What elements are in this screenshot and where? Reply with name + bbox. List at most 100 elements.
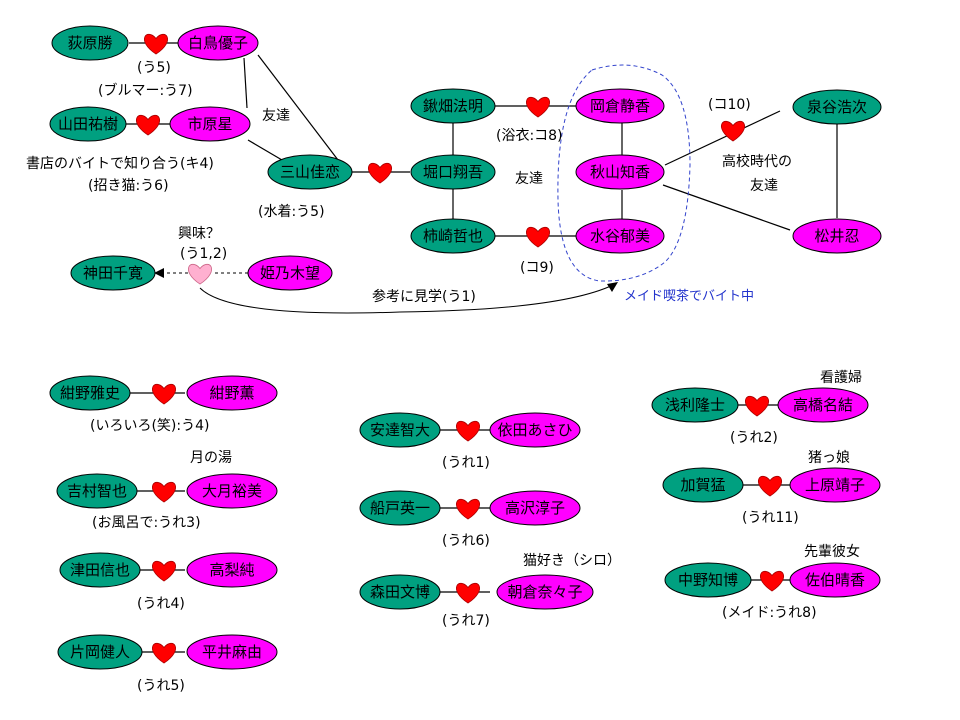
person-ellipse bbox=[186, 375, 278, 411]
person-ellipse bbox=[789, 562, 881, 598]
person-node-takanashi: 高梨純 bbox=[186, 552, 278, 588]
person-ellipse bbox=[496, 574, 594, 610]
person-ellipse bbox=[49, 375, 131, 411]
person-name: 片岡健人 bbox=[70, 643, 130, 661]
label-maid-ure8: (メイド:うれ8) bbox=[722, 605, 817, 621]
person-name: 高橋名結 bbox=[793, 396, 853, 414]
person-ellipse bbox=[792, 89, 882, 125]
label-senpai: 先輩彼女 bbox=[804, 543, 860, 560]
person-name: 高沢淳子 bbox=[505, 499, 565, 517]
person-name: 泉谷浩次 bbox=[807, 98, 867, 116]
person-name: 山田祐樹 bbox=[58, 115, 118, 133]
heart-icon bbox=[456, 582, 480, 604]
person-ellipse bbox=[664, 562, 752, 598]
label-ure4: (うれ4) bbox=[137, 596, 185, 612]
person-name: 大月裕美 bbox=[202, 482, 262, 500]
person-name: 上原靖子 bbox=[805, 476, 865, 494]
label-maid-cafe: メイド喫茶でバイト中 bbox=[624, 288, 754, 304]
heart-icon bbox=[745, 395, 769, 417]
person-ellipse bbox=[651, 387, 739, 423]
person-ellipse bbox=[51, 25, 129, 61]
person-node-hirai: 平井麻由 bbox=[186, 634, 278, 670]
person-name: 三山佳恋 bbox=[280, 163, 340, 181]
label-nekozuki: 猫好き（シロ） bbox=[523, 553, 621, 569]
person-ellipse bbox=[662, 467, 744, 503]
label-u5-top: (う5) bbox=[137, 60, 171, 76]
person-name: 水谷郁美 bbox=[590, 227, 650, 245]
person-ellipse bbox=[575, 88, 665, 124]
person-node-yamada: 山田祐樹 bbox=[49, 106, 127, 142]
person-node-funado: 船戸英一 bbox=[359, 490, 441, 526]
person-node-akiyama: 秋山知香 bbox=[575, 154, 665, 190]
heart-icon bbox=[368, 162, 392, 184]
label-ure11: (うれ11) bbox=[742, 510, 799, 526]
person-node-ogiwara: 荻原勝 bbox=[51, 25, 129, 61]
label-tsuki: 月の湯 bbox=[190, 449, 232, 466]
person-name: 紺野雅史 bbox=[60, 384, 120, 402]
label-hs-friends-2: 友達 bbox=[750, 178, 778, 194]
person-node-kanda: 神田千寛 bbox=[70, 255, 156, 291]
person-node-ichihara: 市原星 bbox=[169, 106, 251, 142]
label-hs-friends-1: 高校時代の bbox=[722, 153, 792, 170]
person-node-nakano: 中野知博 bbox=[664, 562, 752, 598]
label-bookstore: 書店のバイトで知り合う(キ4) bbox=[26, 155, 214, 172]
label-ure2: (うれ2) bbox=[730, 430, 778, 446]
person-name: 鍬畑法明 bbox=[423, 97, 483, 115]
label-inokko: 猪っ娘 bbox=[808, 450, 850, 466]
person-node-horiguchi: 堀口翔吾 bbox=[410, 154, 496, 190]
label-yukata: (浴衣:コ8) bbox=[496, 128, 563, 144]
heart-icon-interest bbox=[188, 263, 212, 285]
person-node-uehara: 上原靖子 bbox=[789, 467, 881, 503]
edge-akiyama-matsui bbox=[662, 184, 791, 231]
person-ellipse bbox=[56, 473, 138, 509]
edge-ichihara-miyama bbox=[247, 139, 283, 161]
person-node-himeno: 姫乃木望 bbox=[247, 255, 333, 291]
person-ellipse bbox=[247, 255, 333, 291]
person-ellipse bbox=[57, 634, 143, 670]
person-node-kataoka: 片岡健人 bbox=[57, 634, 143, 670]
person-node-kuwahata: 鍬畑法明 bbox=[410, 88, 496, 124]
person-node-izumiya: 泉谷浩次 bbox=[792, 89, 882, 125]
person-name: 松井忍 bbox=[814, 227, 859, 245]
person-name: 吉村智也 bbox=[67, 482, 127, 500]
person-name: 船戸英一 bbox=[370, 499, 430, 517]
heart-icon bbox=[758, 475, 782, 497]
person-name: 白鳥優子 bbox=[188, 34, 248, 52]
heart-icon bbox=[136, 114, 160, 136]
person-name: 柿崎哲也 bbox=[423, 227, 483, 245]
person-node-miyama: 三山佳恋 bbox=[267, 154, 353, 190]
person-node-tsuda: 津田信也 bbox=[59, 552, 141, 588]
person-ellipse bbox=[575, 218, 665, 254]
label-ko10: (コ10) bbox=[708, 97, 751, 113]
person-node-konno_k: 紺野薫 bbox=[186, 375, 278, 411]
label-iroiro: (いろいろ(笑):う4) bbox=[90, 418, 209, 434]
person-ellipse bbox=[410, 88, 496, 124]
person-name: 姫乃木望 bbox=[260, 264, 320, 282]
person-node-asari: 浅利隆士 bbox=[651, 387, 739, 423]
person-name: 津田信也 bbox=[70, 561, 130, 579]
person-ellipse bbox=[267, 154, 353, 190]
person-ellipse bbox=[49, 106, 127, 142]
person-name: 堀口翔吾 bbox=[423, 163, 483, 181]
person-ellipse bbox=[359, 490, 441, 526]
label-maneki: (招き猫:う6) bbox=[88, 178, 169, 194]
label-interest: 興味？ bbox=[178, 226, 220, 242]
label-ofuro: (お風呂で:うれ3) bbox=[92, 515, 201, 531]
person-node-takahashi: 高橋名結 bbox=[777, 387, 869, 423]
person-ellipse bbox=[59, 552, 141, 588]
person-node-shiratori: 白鳥優子 bbox=[177, 25, 259, 61]
person-name: 平井麻由 bbox=[202, 643, 262, 661]
person-name: 朝倉奈々子 bbox=[507, 583, 582, 601]
heart-icon bbox=[152, 383, 176, 405]
label-ure1: (うれ1) bbox=[442, 455, 490, 471]
label-kengaku: 参考に見学(う1) bbox=[372, 288, 476, 305]
edge-shiratori-miyama bbox=[257, 54, 339, 161]
person-ellipse bbox=[359, 574, 441, 610]
person-node-takazawa: 高沢淳子 bbox=[489, 490, 581, 526]
person-ellipse bbox=[186, 552, 278, 588]
person-ellipse bbox=[777, 387, 869, 423]
person-node-kaga: 加賀猛 bbox=[662, 467, 744, 503]
person-name: 加賀猛 bbox=[680, 476, 725, 494]
person-ellipse bbox=[575, 154, 665, 190]
